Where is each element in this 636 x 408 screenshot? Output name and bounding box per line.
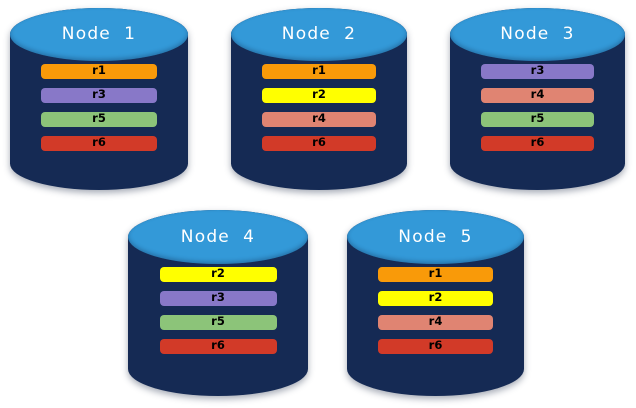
node-2-label: Node 2 <box>281 24 357 45</box>
node-3-label: Node 3 <box>500 24 575 45</box>
replica-r4[interactable]: r4 <box>261 111 377 127</box>
node-1[interactable]: Node 1 r1 r3 r5 r6 <box>10 8 188 190</box>
replica-r2[interactable]: r2 <box>261 87 377 103</box>
node-3-replica-list: r3 r4 r5 r6 <box>480 63 595 151</box>
node-3[interactable]: Node 3 r3 r4 r5 r6 <box>450 8 625 190</box>
node-1-label: Node 1 <box>61 24 137 45</box>
replica-r3[interactable]: r3 <box>480 63 595 79</box>
replica-r2[interactable]: r2 <box>159 266 277 282</box>
node-2-cylinder-top <box>231 8 407 61</box>
node-5-cylinder-top <box>347 210 524 264</box>
node-2[interactable]: Node 2 r1 r2 r4 r6 <box>231 8 407 190</box>
node-5-replica-list: r1 r2 r4 r6 <box>377 266 494 354</box>
replica-r5[interactable]: r5 <box>480 111 595 127</box>
replica-r3[interactable]: r3 <box>159 290 277 306</box>
replica-r6[interactable]: r6 <box>480 135 595 151</box>
replica-r4[interactable]: r4 <box>480 87 595 103</box>
replica-r5[interactable]: r5 <box>41 111 157 127</box>
node-1-replica-list: r1 r3 r5 r6 <box>41 63 157 151</box>
replica-r1[interactable]: r1 <box>377 266 494 282</box>
replica-r6[interactable]: r6 <box>41 135 157 151</box>
replica-r2[interactable]: r2 <box>377 290 494 306</box>
replica-r4[interactable]: r4 <box>377 314 494 330</box>
node-5-label: Node 5 <box>398 226 473 247</box>
replica-r5[interactable]: r5 <box>159 314 277 330</box>
node-4-cylinder-top <box>128 210 308 264</box>
replica-r6[interactable]: r6 <box>261 135 377 151</box>
replica-r1[interactable]: r1 <box>261 63 377 79</box>
node-4[interactable]: Node 4 r2 r3 r5 r6 <box>128 210 308 396</box>
replica-r6[interactable]: r6 <box>377 338 494 354</box>
node-4-replica-list: r2 r3 r5 r6 <box>159 266 277 354</box>
replica-r6[interactable]: r6 <box>159 338 277 354</box>
replica-r1[interactable]: r1 <box>41 63 157 79</box>
node-4-label: Node 4 <box>180 226 256 247</box>
node-2-replica-list: r1 r2 r4 r6 <box>261 63 377 151</box>
node-5[interactable]: Node 5 r1 r2 r4 r6 <box>347 210 524 396</box>
node-3-cylinder-top <box>450 8 625 61</box>
replica-r3[interactable]: r3 <box>41 87 157 103</box>
node-1-cylinder-top <box>10 8 188 61</box>
